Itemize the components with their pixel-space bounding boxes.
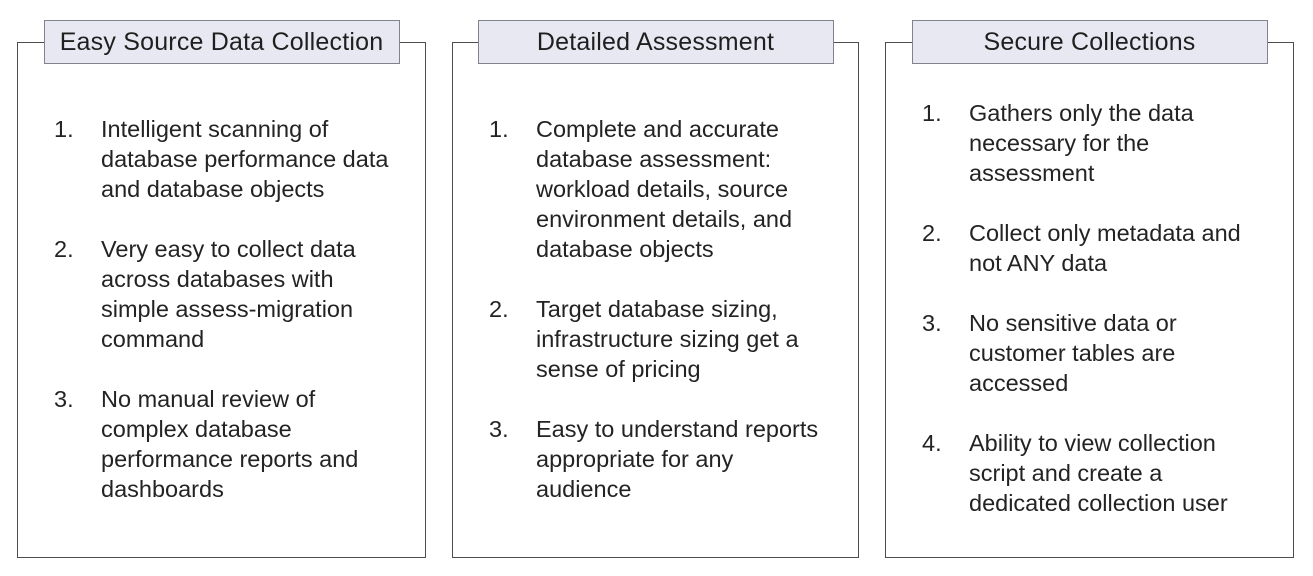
- list-item-number: 3.: [922, 310, 942, 336]
- list-item: 3. No sensitive data or customer tables …: [922, 308, 1285, 398]
- panel-header: Easy Source Data Collection: [43, 20, 400, 64]
- list-item-number: 1.: [489, 116, 509, 142]
- list-item-number: 3.: [489, 416, 509, 442]
- list-item-text: Gathers only the data necessary for the …: [969, 100, 1194, 186]
- list-item-text: Easy to understand reports appropriate f…: [536, 416, 819, 502]
- list-item: 2. Collect only metadata and not ANY dat…: [922, 218, 1285, 278]
- list-item-number: 1.: [54, 116, 74, 142]
- list-item: 3. No manual review of complex database …: [54, 384, 417, 504]
- panel-header: Detailed Assessment: [477, 20, 834, 64]
- panel-title: Detailed Assessment: [536, 27, 775, 56]
- panel-title: Secure Collections: [983, 27, 1196, 56]
- list-item-text: Intelligent scanning of database perform…: [101, 116, 389, 202]
- list-item: 2. Target database sizing, infrastructur…: [489, 294, 850, 384]
- list-item-text: Collect only metadata and not ANY data: [969, 220, 1241, 276]
- list-item-text: Target database sizing, infrastructure s…: [536, 296, 799, 382]
- panel-list: 1. Gathers only the data necessary for t…: [886, 43, 1293, 518]
- panel-easy-source-data-collection: Easy Source Data Collection 1. Intellige…: [17, 20, 426, 558]
- list-item-text: Ability to view collection script and cr…: [969, 430, 1228, 516]
- list-item-number: 2.: [922, 220, 942, 246]
- list-item-number: 3.: [54, 386, 74, 412]
- panel-title: Easy Source Data Collection: [59, 27, 384, 56]
- panel-list: 1. Intelligent scanning of database perf…: [18, 43, 425, 504]
- panel-list: 1. Complete and accurate database assess…: [453, 43, 858, 504]
- panel-detailed-assessment: Detailed Assessment 1. Complete and accu…: [452, 20, 859, 558]
- list-item-number: 2.: [489, 296, 509, 322]
- list-item-text: No sensitive data or customer tables are…: [969, 310, 1177, 396]
- list-item: 3. Easy to understand reports appropriat…: [489, 414, 850, 504]
- list-item: 1. Complete and accurate database assess…: [489, 114, 850, 264]
- list-item-text: Complete and accurate database assessmen…: [536, 116, 793, 262]
- list-item-number: 1.: [922, 100, 942, 126]
- list-item-number: 4.: [922, 430, 942, 456]
- list-item: 1. Intelligent scanning of database perf…: [54, 114, 417, 204]
- list-item: 1. Gathers only the data necessary for t…: [922, 98, 1285, 188]
- list-item-text: No manual review of complex database per…: [101, 386, 359, 502]
- list-item-number: 2.: [54, 236, 74, 262]
- list-item: 2. Very easy to collect data across data…: [54, 234, 417, 354]
- panel-header: Secure Collections: [911, 20, 1268, 64]
- list-item-text: Very easy to collect data across databas…: [101, 236, 356, 352]
- list-item: 4. Ability to view collection script and…: [922, 428, 1285, 518]
- panel-secure-collections: Secure Collections 1. Gathers only the d…: [885, 20, 1294, 558]
